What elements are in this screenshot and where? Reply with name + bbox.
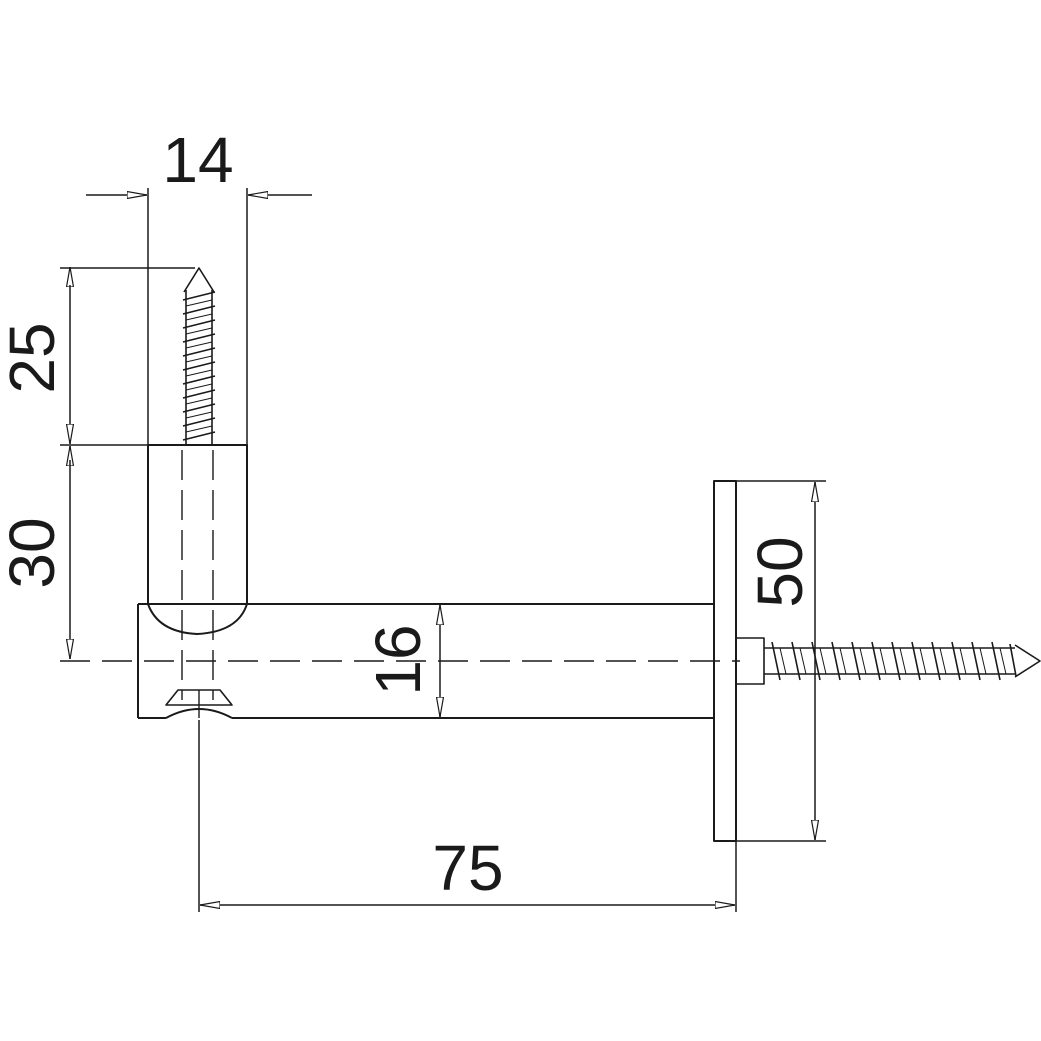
- horizontal-bar: [137, 603, 714, 719]
- dim-label-vertical-height: 30: [0, 517, 68, 588]
- dim-bar-length: [198, 720, 737, 912]
- dim-plate-height: [736, 480, 826, 842]
- dim-left-heights: [60, 267, 195, 659]
- dim-top-width: [86, 188, 312, 445]
- dim-label-bar-thickness: 16: [362, 624, 434, 695]
- dim-label-top-width: 14: [162, 124, 233, 196]
- dim-label-bar-length: 75: [432, 832, 503, 904]
- horizontal-wood-screw: [735, 637, 1041, 685]
- vertical-holder-body: [147, 444, 248, 700]
- dim-label-plate-height: 50: [744, 536, 816, 607]
- vertical-wood-screw: [182, 267, 216, 445]
- dim-label-screw-length: 25: [0, 322, 68, 393]
